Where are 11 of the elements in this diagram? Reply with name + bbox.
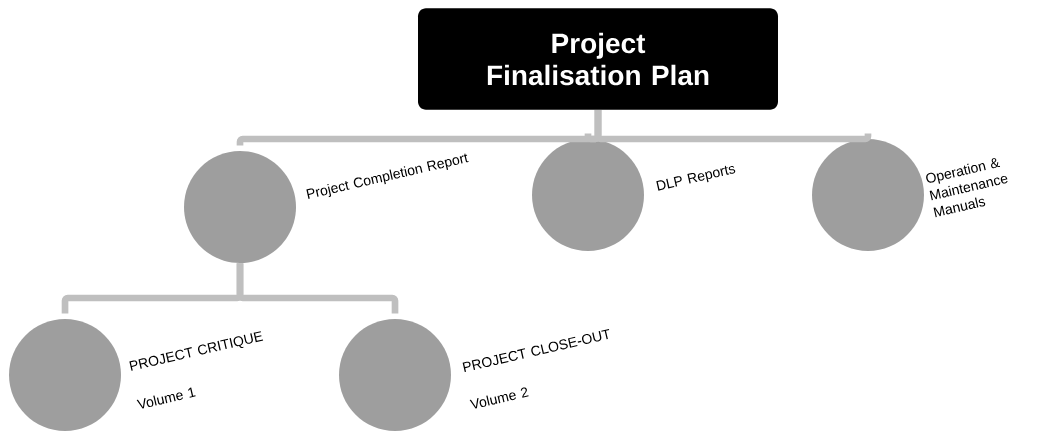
circle [812, 139, 924, 251]
connector [594, 109, 872, 143]
circle [339, 319, 451, 431]
caption-text: DLP Reports [656, 165, 736, 191]
circle [532, 139, 644, 251]
title-box: Project Finalisation Plan [418, 8, 778, 110]
circle [9, 319, 121, 431]
caption-text: Project Completion Report [306, 153, 469, 199]
caption-text: Volume 2 [469, 387, 529, 409]
circle [184, 151, 296, 263]
caption-text: Volume 1 [136, 387, 196, 409]
